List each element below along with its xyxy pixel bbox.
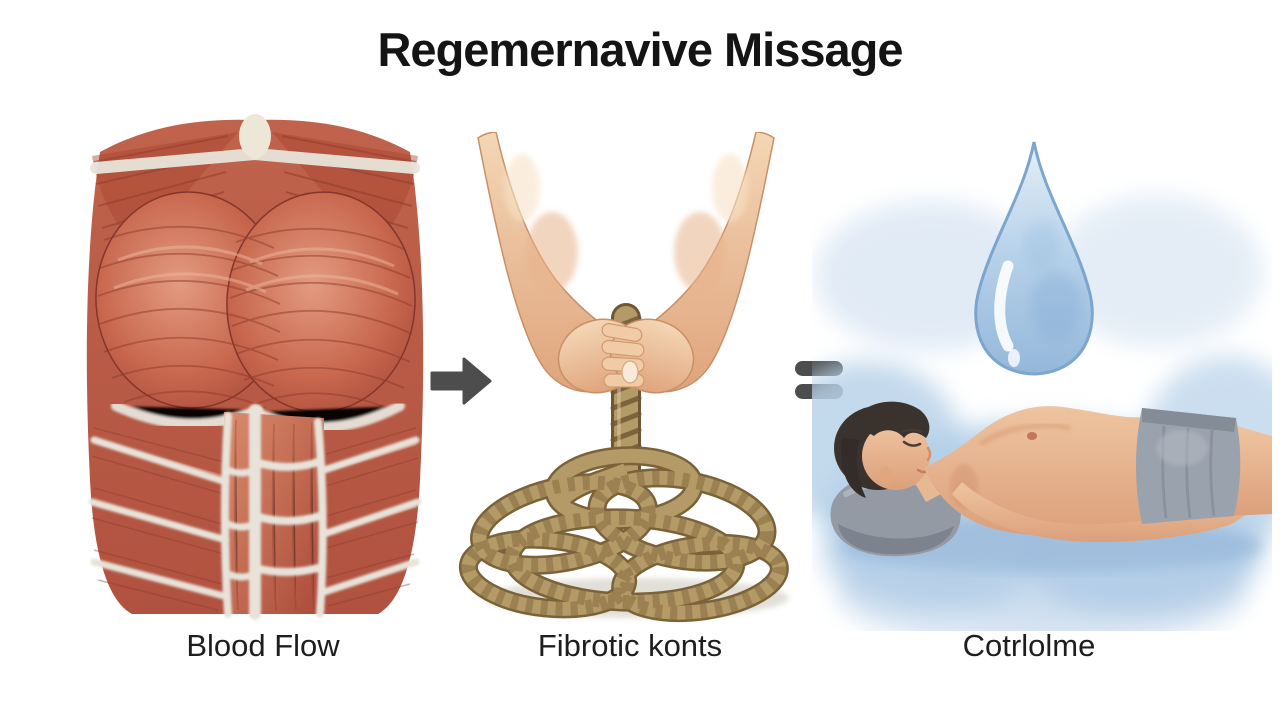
- gripping-fists: [557, 318, 695, 394]
- abdominal-fascia: [88, 404, 422, 620]
- water-drop: [974, 141, 1094, 376]
- hands-rope-illustration: [458, 132, 789, 623]
- arrow-right-icon: [430, 355, 492, 412]
- label-calm-outcome: Cotrlolme: [962, 628, 1096, 663]
- arm: [952, 482, 1265, 543]
- face: [862, 422, 930, 490]
- thumbnail: [621, 360, 639, 384]
- panel-calm-outcome: [812, 126, 1272, 631]
- closed-eye: [902, 440, 922, 447]
- ear: [879, 467, 893, 485]
- page-title: Regemernavive Missage: [377, 23, 903, 76]
- oblique-muscles: [91, 427, 419, 611]
- muscle-anatomy-illustration: [86, 114, 424, 620]
- pectoral-muscles: [95, 191, 416, 413]
- nipple: [1027, 432, 1037, 440]
- reclining-person: [834, 401, 1272, 543]
- relaxation-illustration: [812, 141, 1272, 631]
- shorts: [1136, 408, 1241, 524]
- panel-blood-flow: [78, 110, 432, 624]
- nose: [926, 446, 932, 462]
- label-blood-flow: Blood Flow: [186, 628, 340, 663]
- tangled-rope-pile: [458, 446, 789, 623]
- label-fibrotic-knots: Fibrotic konts: [537, 628, 723, 663]
- panel-fibrotic-knots: [452, 132, 800, 630]
